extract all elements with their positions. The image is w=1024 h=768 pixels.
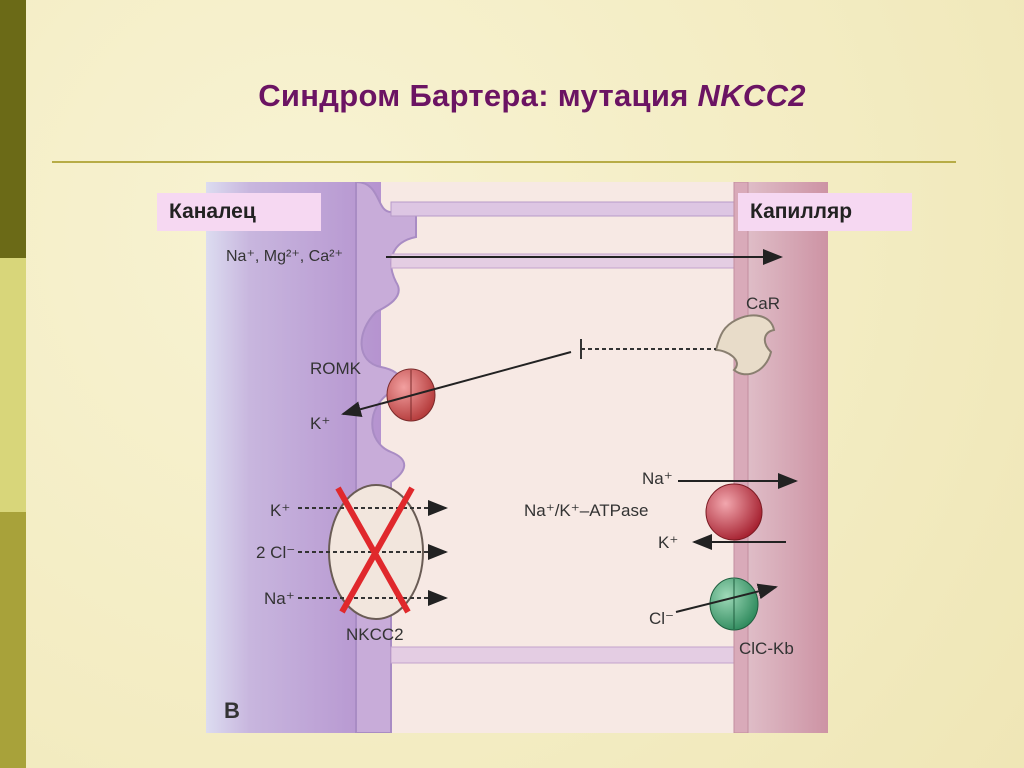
romk-label: ROMK xyxy=(310,359,362,378)
lumen-label: Каналец xyxy=(157,193,321,231)
clckb-label: ClC-Kb xyxy=(739,639,794,658)
ions-top-label: Na⁺, Mg²⁺, Ca²⁺ xyxy=(226,248,343,265)
title-divider xyxy=(52,161,956,163)
atpase-label: Na⁺/K⁺–ATPase xyxy=(524,501,648,520)
nkcc2-label: NKCC2 xyxy=(346,625,404,644)
panel-letter: B xyxy=(224,698,240,723)
bottom-cell-junction xyxy=(391,647,741,663)
capillary-label: Капилляр xyxy=(738,193,912,231)
top-cell-junction xyxy=(391,202,741,216)
nkcc-na-label: Na⁺ xyxy=(264,589,295,608)
accent-bar-top xyxy=(0,0,26,258)
slide-title: Синдром Бартера: мутация NKCC2 xyxy=(0,78,1024,114)
nkcc-cl-label: 2 Cl⁻ xyxy=(256,543,295,562)
cl-label: Cl⁻ xyxy=(649,609,674,628)
atpase-k-label: K⁺ xyxy=(658,533,678,552)
cell-diagram: Na⁺, Mg²⁺, Ca²⁺ CaR ROMK K⁺ K⁺ 2 Cl⁻ Na⁺… xyxy=(206,182,828,733)
atpase-na-label: Na⁺ xyxy=(642,469,673,488)
title-main: Синдром Бартера: мутация xyxy=(258,78,697,113)
nkcc-k-label: K⁺ xyxy=(270,501,290,520)
romk-k-label: K⁺ xyxy=(310,414,330,433)
accent-bar-middle xyxy=(0,258,26,512)
title-italic: NKCC2 xyxy=(698,78,806,113)
atpase-pump-icon xyxy=(706,484,762,540)
accent-bar-bottom xyxy=(0,512,26,768)
car-label: CaR xyxy=(746,294,780,313)
